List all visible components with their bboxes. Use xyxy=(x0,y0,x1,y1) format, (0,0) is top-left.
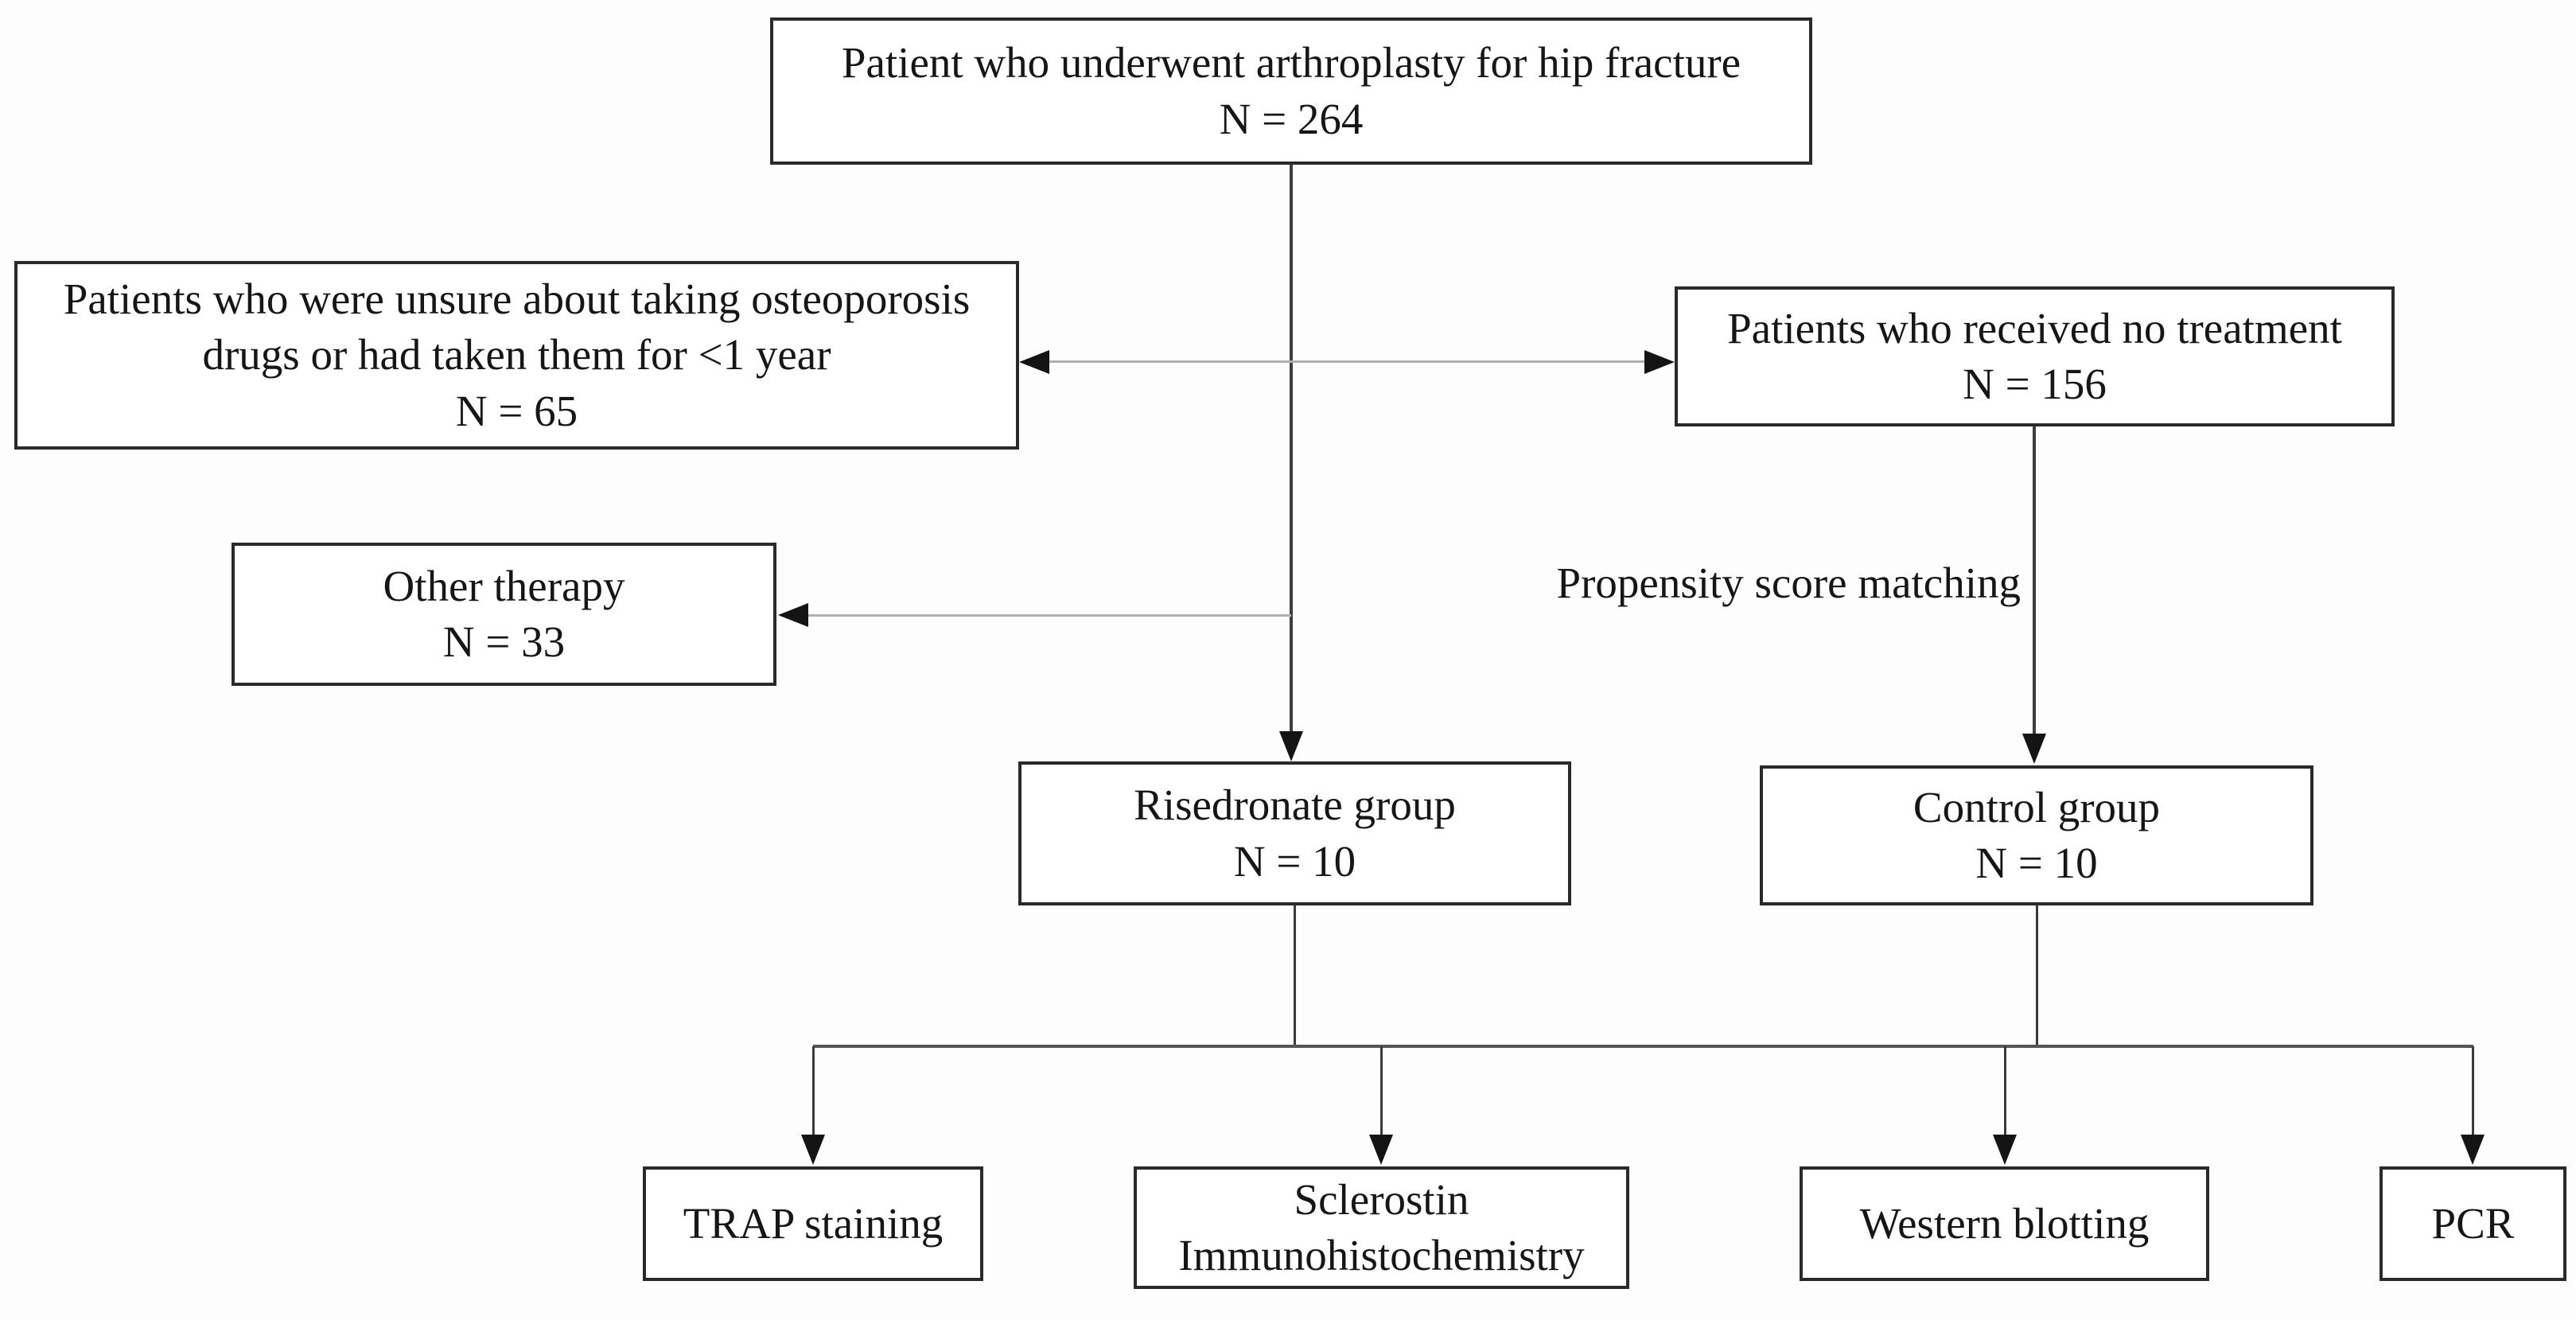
node-sclerostin-line: Sclerostin xyxy=(1294,1174,1469,1224)
node-excluded-unsure-line: drugs or had taken them for <1 year xyxy=(202,330,831,380)
node-enrollment-line: Patient who underwent arthroplasty for h… xyxy=(841,38,1741,88)
connector-to-other-therapy xyxy=(802,614,1291,617)
arrow-down-icon xyxy=(801,1135,825,1165)
node-other-therapy-count: N = 33 xyxy=(442,617,566,666)
arrow-right-icon xyxy=(1644,350,1675,374)
node-control-group: Control group N = 10 xyxy=(1760,765,2313,905)
node-no-treatment-count: N = 156 xyxy=(1963,360,2107,408)
arrow-down-icon xyxy=(2461,1135,2485,1165)
node-sclerostin-immunohistochemistry: Sclerostin Immunohistochemistry xyxy=(1134,1166,1629,1289)
node-sclerostin-line: Immunohistochemistry xyxy=(1178,1231,1585,1279)
arrow-left-icon xyxy=(1019,350,1049,374)
node-trap-line: TRAP staining xyxy=(683,1198,944,1248)
node-risedronate-count: N = 10 xyxy=(1233,836,1356,886)
node-other-therapy: Other therapy N = 33 xyxy=(232,543,776,686)
node-excluded-unsure: Patients who were unsure about taking os… xyxy=(14,261,1019,450)
node-excluded-unsure-count: N = 65 xyxy=(455,386,578,435)
node-control-count: N = 10 xyxy=(1975,839,2098,887)
connector-risedronate-to-rail xyxy=(1294,905,1296,1048)
node-control-line: Control group xyxy=(1913,782,2161,831)
node-other-therapy-line: Other therapy xyxy=(383,561,625,610)
connector-no-treatment-to-control xyxy=(2033,426,2036,735)
node-pcr-line: PCR xyxy=(2431,1198,2515,1248)
propensity-score-matching-label: Propensity score matching xyxy=(1556,559,2021,607)
node-no-treatment: Patients who received no treatment N = 1… xyxy=(1675,286,2395,426)
node-trap-staining: TRAP staining xyxy=(643,1166,983,1281)
arrow-down-icon xyxy=(1279,731,1303,761)
connector-rail-to-sclerostin xyxy=(1380,1046,1383,1136)
node-enrollment-count: N = 264 xyxy=(1219,94,1364,143)
connector-rail-to-pcr xyxy=(2472,1046,2474,1136)
node-western-line: Western blotting xyxy=(1859,1198,2150,1248)
node-pcr: PCR xyxy=(2379,1166,2566,1281)
connector-control-to-rail xyxy=(2036,905,2038,1048)
arrow-left-icon xyxy=(778,603,808,627)
node-risedronate-line: Risedronate group xyxy=(1134,781,1456,830)
node-risedronate-group: Risedronate group N = 10 xyxy=(1018,761,1571,905)
arrow-down-icon xyxy=(1369,1135,1393,1165)
connector-rail-to-trap xyxy=(812,1046,815,1136)
arrow-down-icon xyxy=(2022,734,2046,764)
connector-exclusion-horizontal xyxy=(1042,360,1651,363)
node-excluded-unsure-line: Patients who were unsure about taking os… xyxy=(63,274,971,323)
connector-rail-to-western xyxy=(2004,1046,2006,1136)
connector-assays-rail xyxy=(813,1045,2473,1048)
node-enrollment: Patient who underwent arthroplasty for h… xyxy=(770,18,1812,165)
node-western-blotting: Western blotting xyxy=(1800,1166,2209,1281)
connector-enrollment-to-risedronate xyxy=(1290,165,1293,733)
arrow-down-icon xyxy=(1993,1135,2017,1165)
node-no-treatment-line: Patients who received no treatment xyxy=(1727,303,2342,352)
